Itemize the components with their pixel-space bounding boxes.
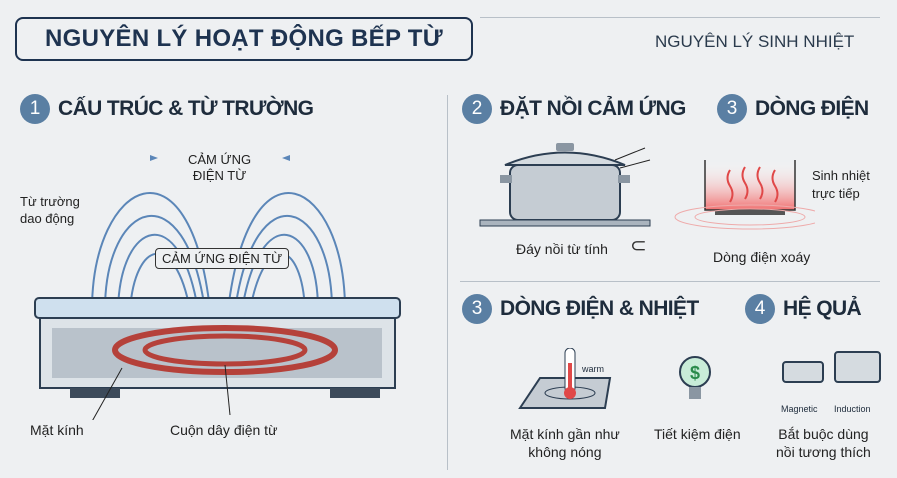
glass-label: Mặt kính — [30, 422, 84, 438]
thermometer-glass-icon — [518, 348, 612, 409]
glass-top — [34, 297, 401, 319]
warm-label: warm — [582, 364, 604, 374]
step-badge: 2 — [462, 94, 492, 124]
compatible-pot-label: Bắt buộc dùng nồi tương thích — [776, 426, 871, 460]
coil-label: Cuộn dây điện từ — [170, 422, 278, 438]
pot-on-cooktop-illustration — [479, 143, 651, 227]
cooktop-diagram — [34, 155, 401, 420]
glass-cool-label: Mặt kính gần như không nóng — [510, 426, 620, 460]
section-title: CẤU TRÚC & TỪ TRƯỜNG — [58, 97, 314, 120]
magnetic-bottom-label: Đáy nồi từ tính — [516, 241, 608, 257]
page-title: NGUYÊN LÝ HOẠT ĐỘNG BẾP TỪ — [15, 17, 473, 61]
step-badge: 3 — [717, 94, 747, 124]
induction-box: CẢM ỨNG ĐIỆN TỪ — [155, 248, 290, 269]
field-label: Từ trường dao động — [20, 194, 80, 226]
magnetic-label: Magnetic — [781, 404, 818, 414]
hand-icon — [614, 147, 651, 169]
energy-saving-label: Tiết kiệm điện — [654, 426, 741, 442]
eddy-current-label: Dòng điện xoáy — [713, 249, 811, 265]
eddy-current-illustration — [674, 160, 815, 230]
page-subtitle: NGUYÊN LÝ SINH NHIỆT — [655, 32, 855, 51]
coil — [112, 325, 338, 375]
compatible-pots-icon — [782, 351, 881, 383]
induction-icon-label: Induction — [834, 404, 871, 414]
direct-heat-label: Sinh nhiệt trực tiếp — [812, 168, 870, 201]
top-rule — [480, 17, 880, 18]
section-3b-heading: 3 DÒNG ĐIỆN & NHIỆT — [462, 294, 699, 324]
lightbulb-dollar-icon: $ — [679, 356, 711, 399]
section-title: DÒNG ĐIỆN — [755, 97, 869, 120]
section-title: ĐẶT NỒI CẢM ỨNG — [500, 97, 686, 120]
section-1-heading: 1 CẤU TRÚC & TỪ TRƯỜNG — [20, 94, 314, 124]
step-badge: 4 — [745, 294, 775, 324]
step-badge: 3 — [462, 294, 492, 324]
svg-text:$: $ — [690, 363, 700, 383]
section-3-heading: 3 DÒNG ĐIỆN — [717, 94, 869, 124]
section-title: HỆ QUẢ — [783, 297, 862, 320]
section-2-heading: 2 ĐẶT NỒI CẢM ỨNG — [462, 94, 686, 124]
horizontal-divider — [460, 281, 880, 282]
magnet-icon: ⊂ — [630, 235, 647, 257]
step-badge: 1 — [20, 94, 50, 124]
vertical-divider — [447, 95, 448, 470]
induction-label: CẢM ỨNG ĐIỆN TỪ — [188, 152, 252, 183]
section-title: DÒNG ĐIỆN & NHIỆT — [500, 297, 699, 320]
section-4-heading: 4 HỆ QUẢ — [745, 294, 862, 324]
